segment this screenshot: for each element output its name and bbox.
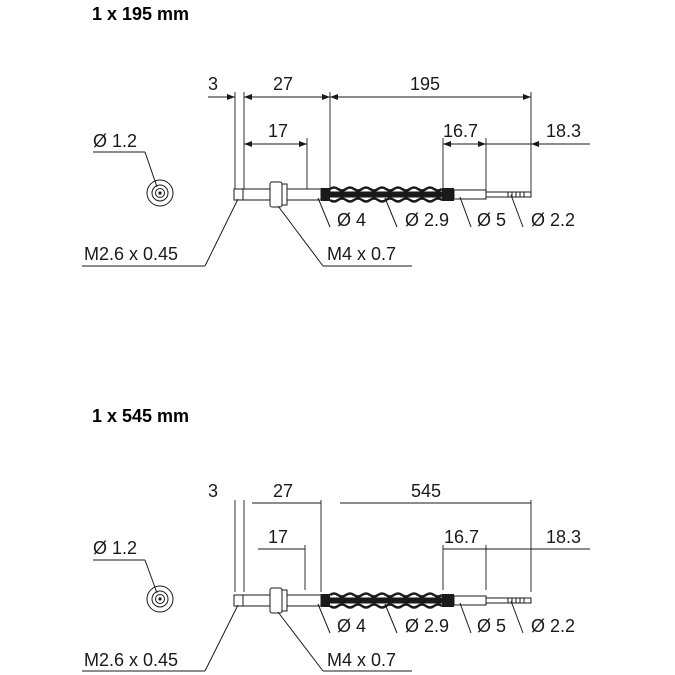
dimension-row-mid: 17 16.7 18.3 <box>258 527 590 550</box>
dimension-row-top: 3 27 545 <box>208 481 531 504</box>
variant-title: 1 x 545 mm <box>92 406 189 426</box>
dim-27: 27 <box>273 481 293 501</box>
end-diameter-label: Ø 1.2 <box>93 131 137 151</box>
label-thread-large: M4 x 0.7 <box>327 244 396 264</box>
label-thread-small: M2.6 x 0.45 <box>84 650 178 670</box>
label-d2-9: Ø 2.9 <box>405 616 449 636</box>
dim-195: 195 <box>410 74 440 94</box>
label-d5: Ø 5 <box>477 616 506 636</box>
label-d2-2: Ø 2.2 <box>531 616 575 636</box>
label-thread-small: M2.6 x 0.45 <box>84 244 178 264</box>
dim-545: 545 <box>411 481 441 501</box>
fiber-end-view: Ø 1.2 <box>93 538 174 613</box>
end-diameter-label: Ø 1.2 <box>93 538 137 558</box>
dim-16-7: 16.7 <box>443 121 478 141</box>
dim-3: 3 <box>208 481 218 501</box>
spiral-tube <box>329 186 532 203</box>
label-d5: Ø 5 <box>477 210 506 230</box>
dim-17: 17 <box>268 527 288 547</box>
label-d4: Ø 4 <box>337 210 366 230</box>
spiral-tube <box>329 592 532 609</box>
dimension-row-mid: 17 16.7 18.3 <box>244 121 590 147</box>
label-d4: Ø 4 <box>337 616 366 636</box>
fiber-end-view: Ø 1.2 <box>93 131 174 207</box>
dim-17: 17 <box>268 121 288 141</box>
label-d2-2: Ø 2.2 <box>531 210 575 230</box>
variant-195mm: 1 x 195 mm 3 27 195 1 <box>82 4 590 267</box>
sensor-head <box>233 181 330 208</box>
extension-lines <box>234 92 532 192</box>
callouts: Ø 4 Ø 2.9 Ø 5 Ø 2.2 M2.6 x 0.45 M4 x 0.7 <box>82 194 575 267</box>
sensor-head <box>233 587 330 614</box>
label-thread-large: M4 x 0.7 <box>327 650 396 670</box>
variant-545mm: 1 x 545 mm 3 27 545 17 16.7 18.3 <box>82 406 590 672</box>
extension-lines <box>234 500 532 592</box>
dimension-row-top: 3 27 195 <box>208 74 531 100</box>
dim-27: 27 <box>273 74 293 94</box>
dim-3: 3 <box>208 74 218 94</box>
callouts: Ø 4 Ø 2.9 Ø 5 Ø 2.2 M2.6 x 0.45 M4 x 0.7 <box>82 600 575 672</box>
label-d2-9: Ø 2.9 <box>405 210 449 230</box>
dim-18-3: 18.3 <box>546 121 581 141</box>
variant-title: 1 x 195 mm <box>92 4 189 24</box>
dim-18-3: 18.3 <box>546 527 581 547</box>
dim-16-7: 16.7 <box>444 527 479 547</box>
